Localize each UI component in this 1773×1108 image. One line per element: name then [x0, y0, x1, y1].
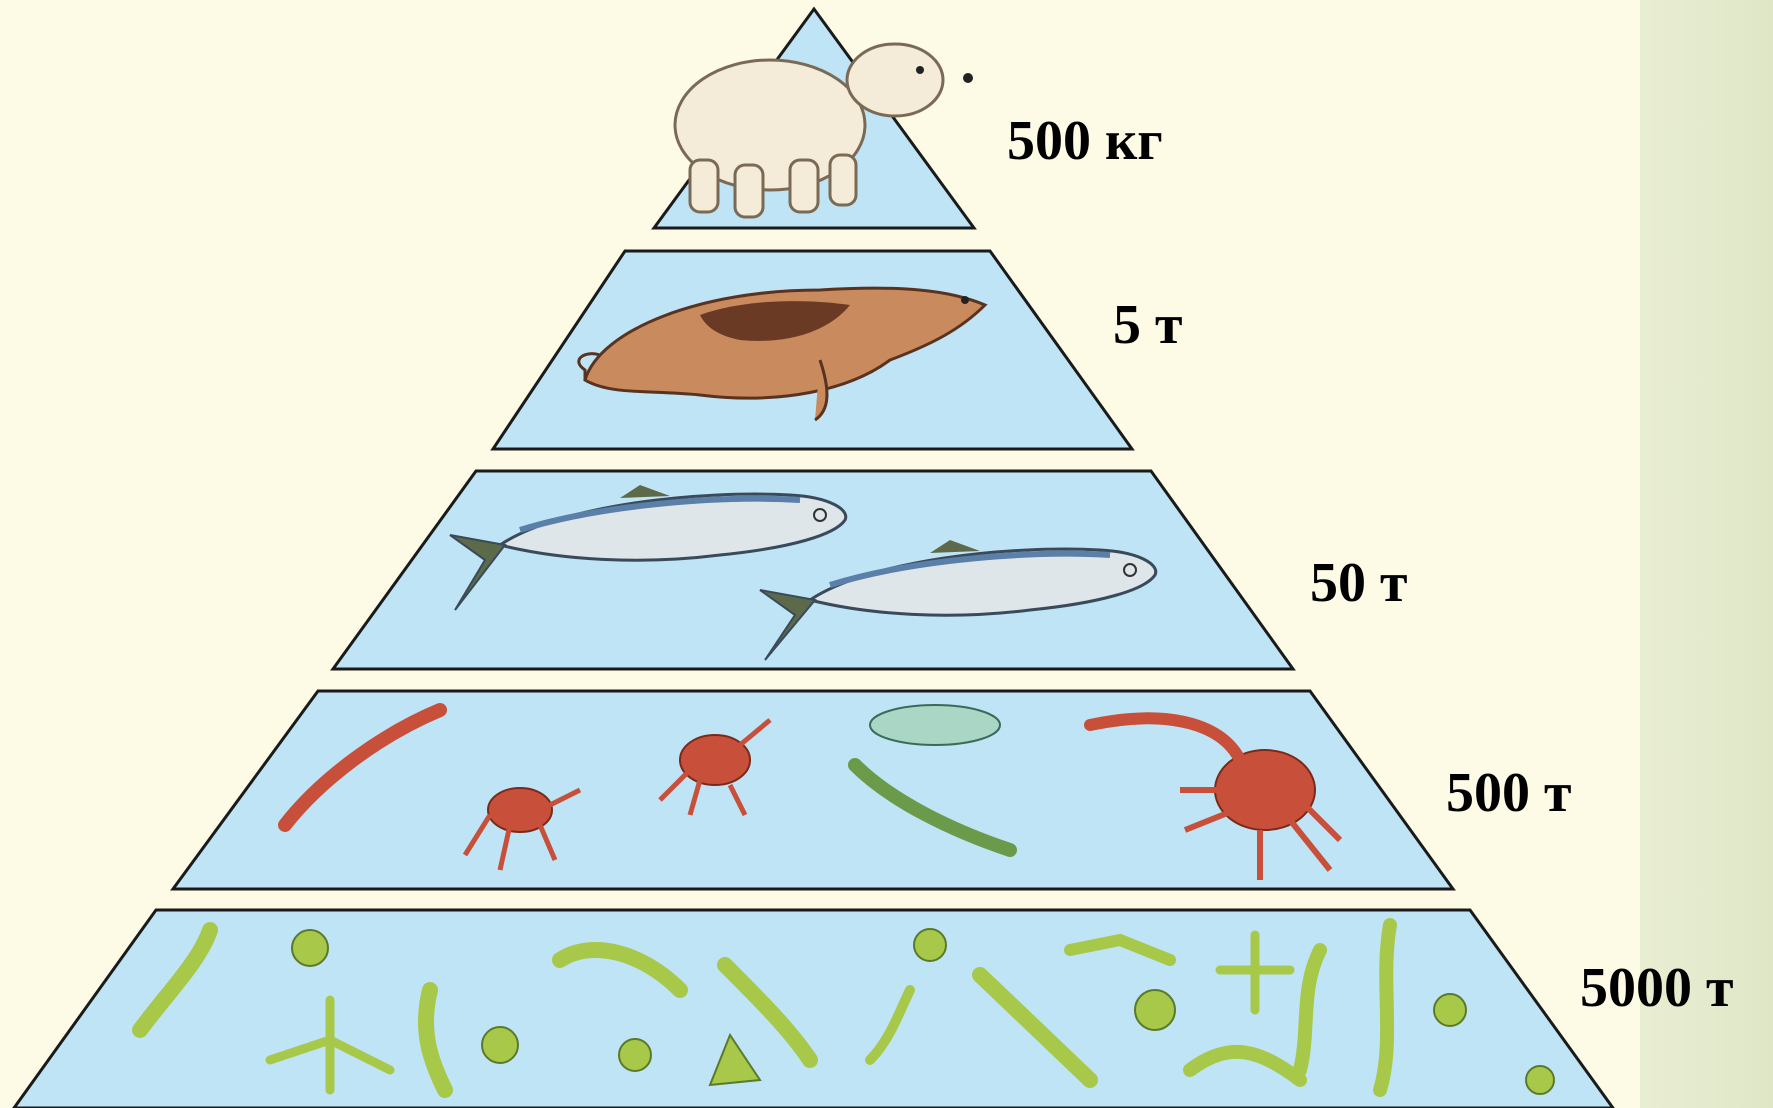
tier-seal: [493, 251, 1132, 449]
tier-fish: [333, 471, 1293, 669]
tier-bear: [654, 9, 974, 228]
tier-zooplankton: [173, 691, 1453, 889]
mass-label-zooplankton: 500 т: [1446, 765, 1572, 821]
tier-phytoplankton-shape: [14, 910, 1613, 1108]
mass-label-fish: 50 т: [1310, 555, 1408, 611]
mass-label-seal: 5 т: [1113, 297, 1183, 353]
mass-label-bear: 500 кг: [1007, 113, 1163, 169]
mass-label-phytoplankton: 5000 т: [1580, 960, 1734, 1016]
tier-phytoplankton: [14, 910, 1613, 1108]
